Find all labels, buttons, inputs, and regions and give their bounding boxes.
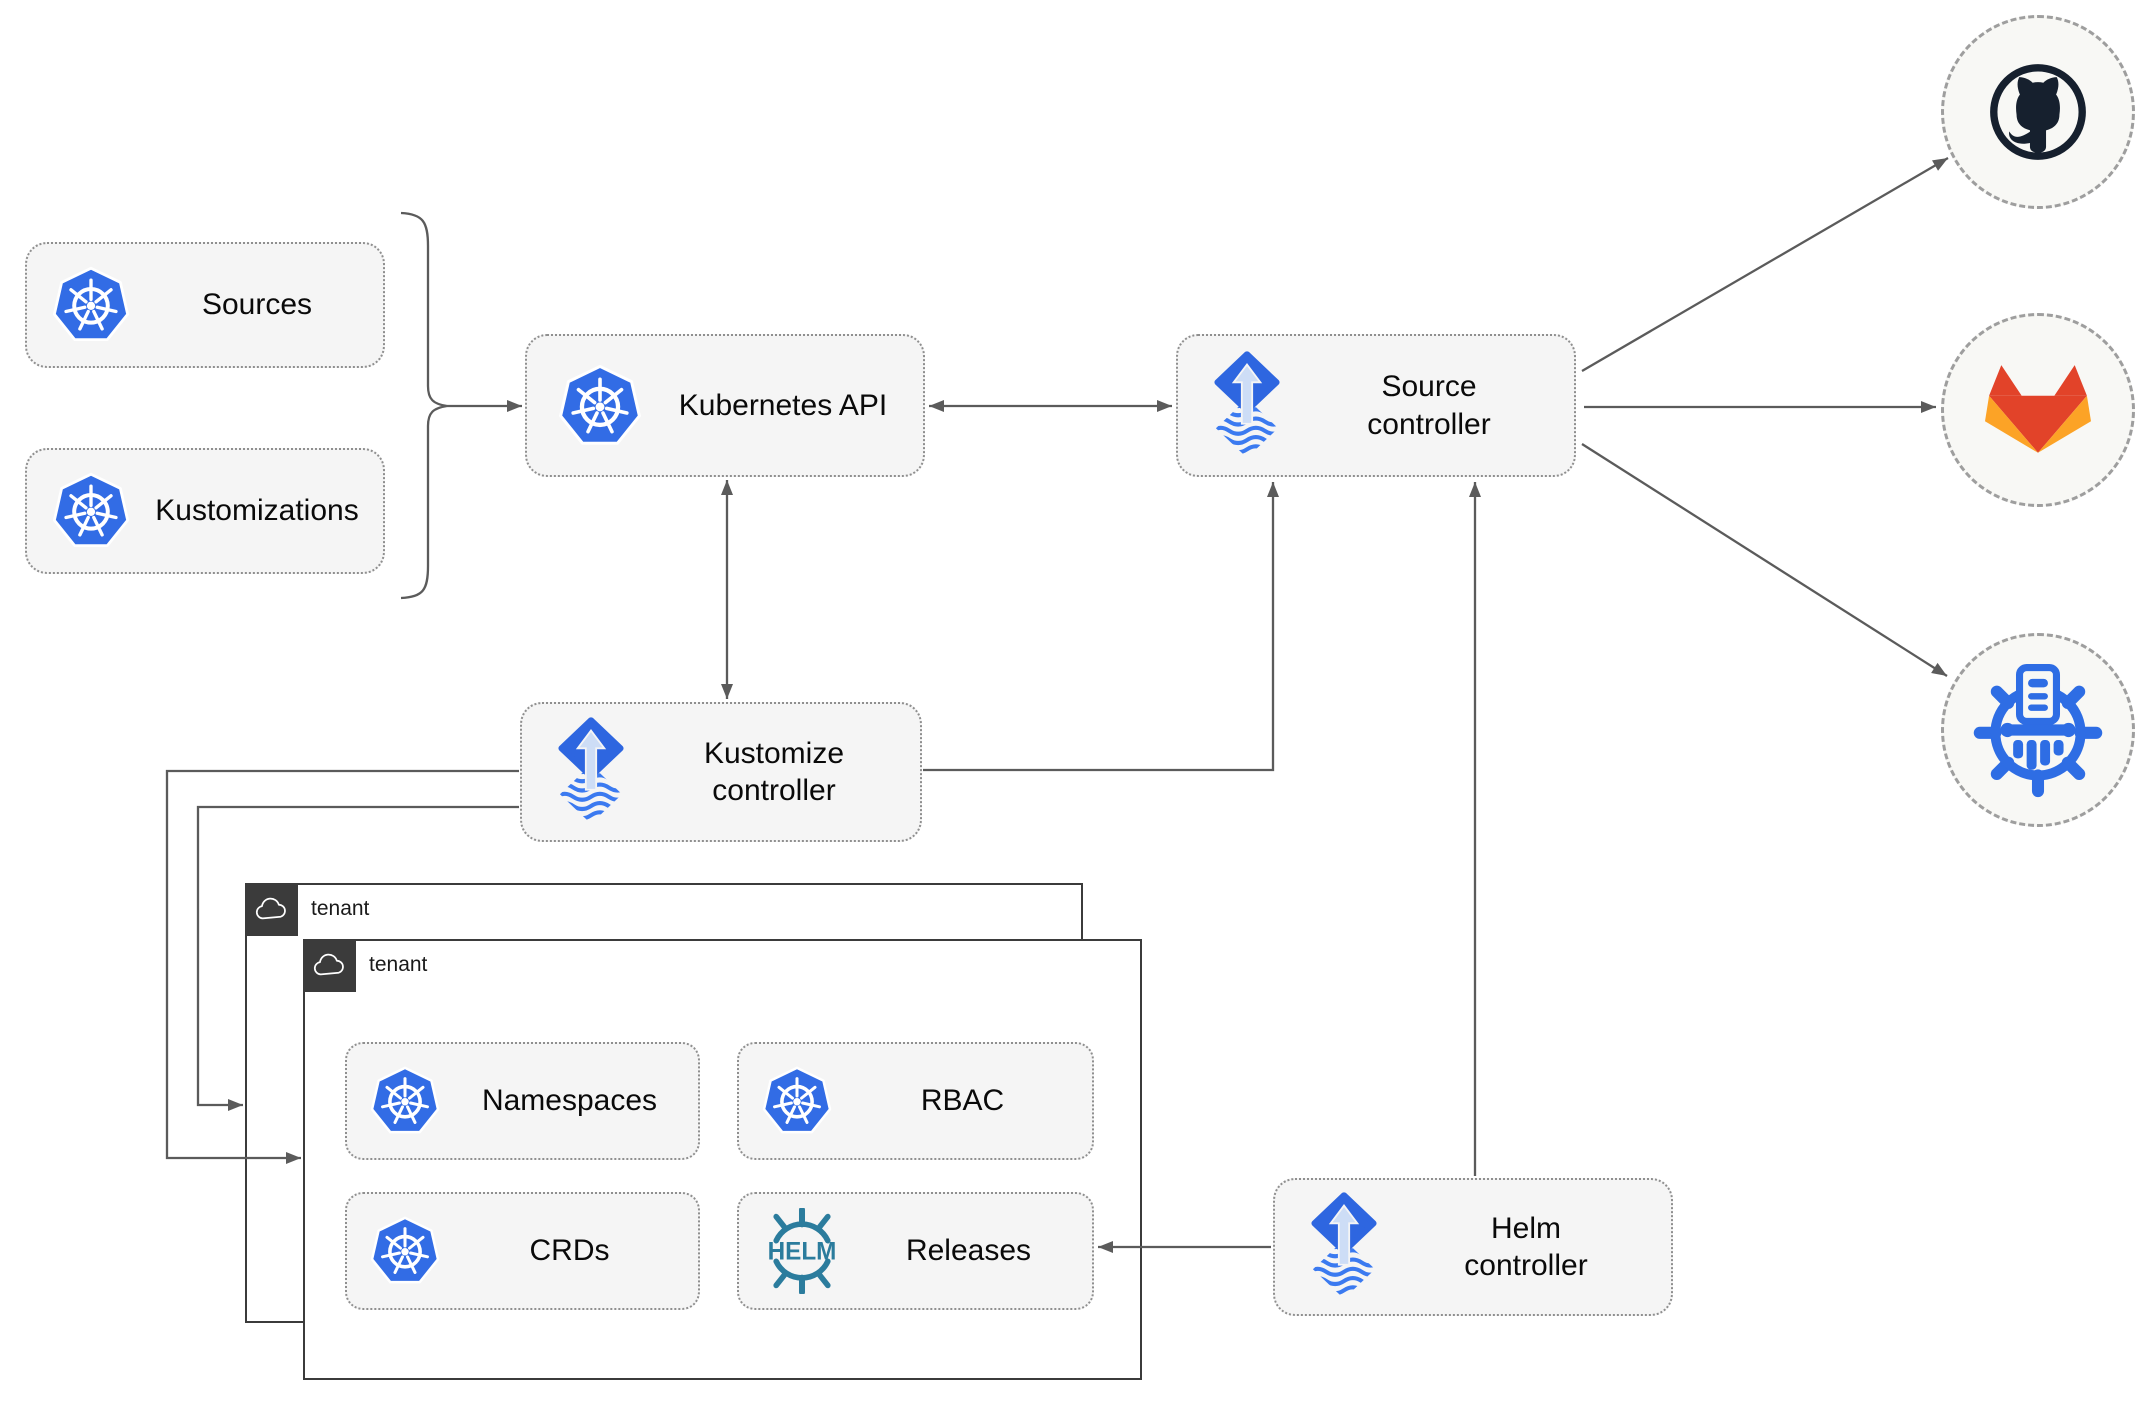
kustomizations-label: Kustomizations xyxy=(155,494,359,528)
kubernetes-icon xyxy=(369,1215,441,1287)
edge-kustomize-controller-to-source-controller xyxy=(923,482,1279,772)
crds-label: CRDs xyxy=(529,1234,610,1268)
flux-icon xyxy=(1307,1192,1381,1302)
kubernetes-api-node: Kubernetes API xyxy=(525,334,925,477)
edge-source-controller-to-github xyxy=(1581,157,1949,372)
tenant-label: tenant xyxy=(369,953,428,976)
kubernetes-icon xyxy=(761,1065,833,1137)
releases-node: Releases xyxy=(737,1192,1094,1310)
cloud-icon xyxy=(253,896,289,922)
namespaces-node: Namespaces xyxy=(345,1042,700,1160)
helm-controller-node: Helm controller xyxy=(1273,1178,1673,1316)
kubernetes-api-label: Kubernetes API xyxy=(678,388,888,422)
github-icon xyxy=(1971,45,2105,179)
helm-controller-label: Helm controller xyxy=(1464,1211,1588,1283)
edge-source-controller-to-manifest-registry xyxy=(1581,443,1948,677)
sources-label: Sources xyxy=(201,288,313,322)
kubernetes-icon xyxy=(557,363,643,449)
flux-icon xyxy=(554,717,628,827)
kubernetes-icon xyxy=(369,1065,441,1137)
tenant-label: tenant xyxy=(311,897,370,920)
source-controller-label: Source controller xyxy=(1367,370,1491,441)
tenant-header xyxy=(302,938,356,992)
source-controller-node: Source controller xyxy=(1176,334,1576,477)
kubernetes-icon xyxy=(51,471,131,551)
rbac-label: RBAC xyxy=(920,1084,1005,1118)
gitlab-node xyxy=(1941,313,2135,507)
flux-icon xyxy=(1210,351,1284,461)
cloud-icon xyxy=(311,952,347,978)
tenant-header xyxy=(244,882,298,936)
kustomize-controller-label: Kustomize controller xyxy=(703,736,845,808)
kustomizations-node: Kustomizations xyxy=(25,448,385,574)
manifest-registry-icon xyxy=(1967,659,2109,801)
kubernetes-icon xyxy=(51,265,131,345)
helm-icon xyxy=(759,1208,845,1294)
rbac-node: RBAC xyxy=(737,1042,1094,1160)
releases-label: Releases xyxy=(905,1234,1032,1268)
manifest-registry-node xyxy=(1941,633,2135,827)
edge-group-brace xyxy=(400,211,448,600)
github-node xyxy=(1941,15,2135,209)
gitlab-icon xyxy=(1985,365,2091,455)
crds-node: CRDs xyxy=(345,1192,700,1310)
kustomize-controller-node: Kustomize controller xyxy=(520,702,922,842)
sources-node: Sources xyxy=(25,242,385,368)
namespaces-label: Namespaces xyxy=(481,1084,658,1118)
